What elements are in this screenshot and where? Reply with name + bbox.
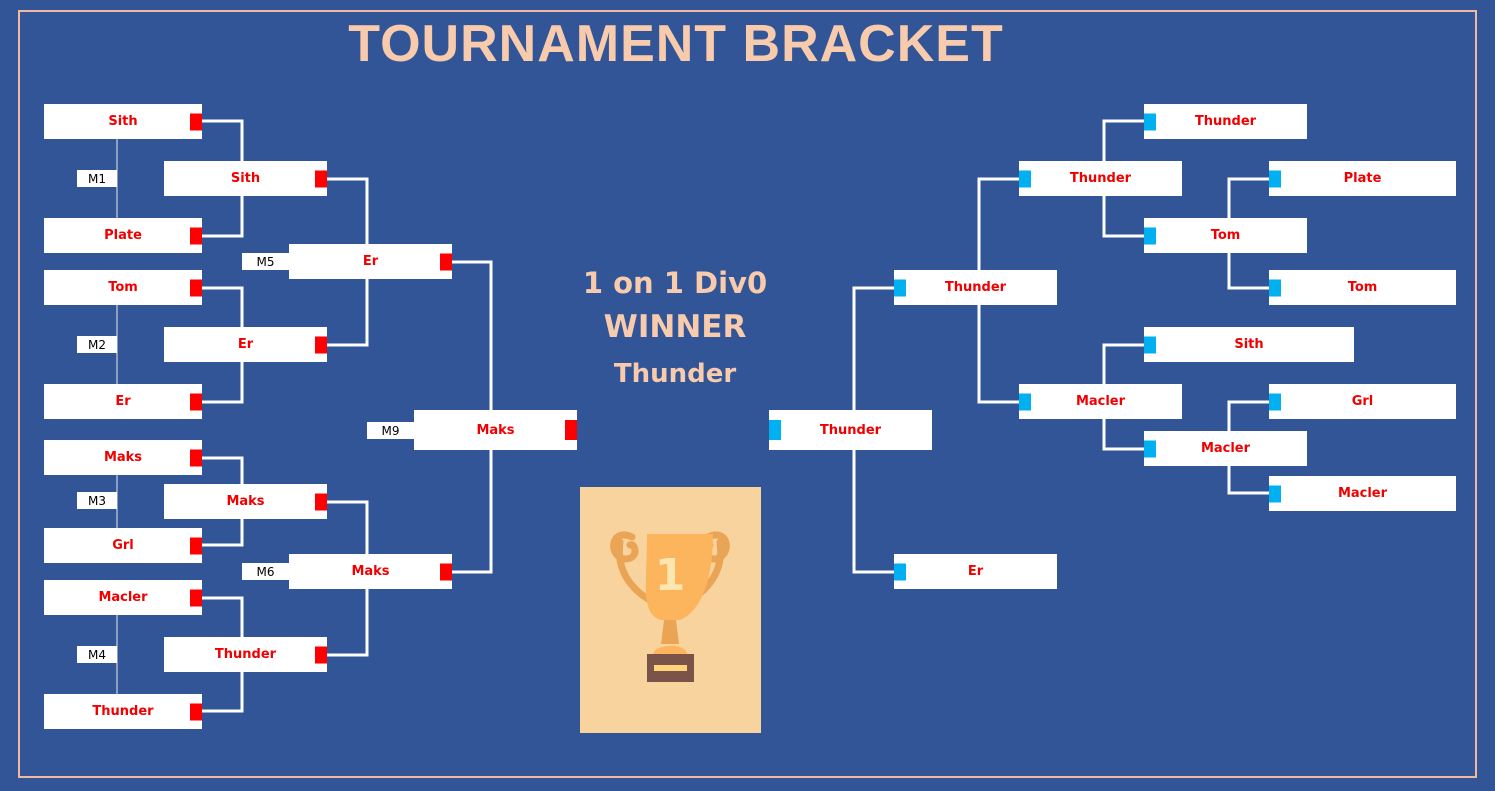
winner-label: WINNER [603, 309, 747, 345]
right-r2-slot[interactable]: Macler [1019, 384, 1182, 419]
player-name: Sith [230, 171, 261, 186]
right-final-slot[interactable]: Thunder [769, 410, 932, 450]
marker [1269, 485, 1281, 502]
player-name: Macler [1075, 394, 1126, 409]
marker [315, 336, 327, 353]
player-name: Thunder [1069, 171, 1132, 186]
left-r1-slot[interactable]: Grl [44, 528, 202, 563]
left-r2-slot[interactable]: Maks [164, 484, 327, 519]
left-r1-slot[interactable]: Er [44, 384, 202, 419]
right-r3-slot[interactable]: Er [894, 554, 1057, 589]
player-name: Thunder [1194, 114, 1257, 129]
marker [190, 537, 202, 554]
left-r1-slot[interactable]: Plate [44, 218, 202, 253]
player-name: Tom [108, 280, 138, 295]
right-r1-slot[interactable]: Thunder [1144, 104, 1307, 139]
player-name: Tom [1347, 280, 1378, 295]
right-r1-slot[interactable]: Macler [1144, 431, 1307, 466]
right-r1-slot[interactable]: Plate [1269, 161, 1456, 196]
right-r1-slot[interactable]: Tom [1144, 218, 1307, 253]
left-r2-slot[interactable]: Thunder [164, 637, 327, 672]
player-name: Grl [1351, 394, 1374, 409]
marker [769, 420, 781, 440]
left-r1-slot[interactable]: Tom [44, 270, 202, 305]
marker [190, 393, 202, 410]
player-name: Macler [1337, 486, 1388, 501]
marker [1144, 113, 1156, 130]
player-name: Plate [104, 228, 142, 243]
player-name: Er [967, 564, 984, 579]
player-name: Er [362, 254, 379, 269]
player-name: Maks [351, 564, 390, 579]
marker [1144, 227, 1156, 244]
trophy-number: 1 [655, 550, 686, 601]
right-r1-slot[interactable]: Macler [1269, 476, 1456, 511]
match-label: M4 [77, 646, 117, 663]
left-r1-slot[interactable]: Thunder [44, 694, 202, 729]
match-label: M1 [77, 170, 117, 187]
player-name: Thunder [944, 280, 1007, 295]
marker [315, 493, 327, 510]
player-name: Er [115, 394, 131, 409]
player-name: Er [237, 337, 254, 352]
right-r2-slot[interactable]: Thunder [1019, 161, 1182, 196]
marker [440, 563, 452, 580]
match-label: M9 [367, 422, 414, 439]
marker [1144, 440, 1156, 457]
left-r2-slot[interactable]: Er [164, 327, 327, 362]
player-name: Grl [112, 538, 134, 553]
player-name: Macler [98, 590, 148, 605]
player-name: Maks [476, 422, 515, 438]
marker [190, 449, 202, 466]
frame-border [18, 10, 1477, 778]
marker [1019, 393, 1031, 410]
right-r1-slot[interactable]: Sith [1144, 327, 1354, 362]
player-name: Thunder [92, 704, 154, 719]
left-r3-slot[interactable]: Er [289, 244, 452, 279]
winner-name: Thunder [613, 359, 737, 389]
player-name: Tom [1210, 228, 1241, 243]
right-r3-slot[interactable]: Thunder [894, 270, 1057, 305]
marker [190, 279, 202, 296]
player-name: Sith [1234, 337, 1264, 352]
match-label: M2 [77, 336, 117, 353]
trophy-card: 1 [580, 487, 761, 733]
player-name: Maks [226, 494, 265, 509]
marker [315, 646, 327, 663]
player-name: Maks [103, 450, 143, 465]
marker [1019, 170, 1031, 187]
marker [565, 420, 577, 440]
marker [1269, 279, 1281, 296]
match-label: M3 [77, 492, 117, 509]
right-r1-slot[interactable]: Grl [1269, 384, 1456, 419]
player-name: Plate [1343, 171, 1382, 186]
left-r3-slot[interactable]: Maks [289, 554, 452, 589]
marker [190, 227, 202, 244]
player-name: Thunder [819, 422, 882, 438]
left-r1-slot[interactable]: Macler [44, 580, 202, 615]
marker [440, 253, 452, 270]
left-r1-slot[interactable]: Sith [44, 104, 202, 139]
match-label: M5 [242, 253, 289, 270]
marker [1269, 170, 1281, 187]
marker [190, 703, 202, 720]
right-r1-slot[interactable]: Tom [1269, 270, 1456, 305]
event-name: 1 on 1 Div0 [582, 266, 768, 300]
player-name: Macler [1200, 441, 1251, 456]
player-name: Sith [108, 114, 138, 129]
match-label: M6 [242, 563, 289, 580]
marker [190, 113, 202, 130]
marker [190, 589, 202, 606]
marker [315, 170, 327, 187]
left-r1-slot[interactable]: Maks [44, 440, 202, 475]
page-title: TOURNAMENT BRACKET [348, 15, 1004, 73]
left-final-slot[interactable]: Maks [414, 410, 577, 450]
marker [894, 563, 906, 580]
player-name: Thunder [214, 647, 277, 662]
marker [1144, 336, 1156, 353]
trophy-icon: 1 [610, 531, 730, 682]
marker [894, 279, 906, 296]
left-r2-slot[interactable]: Sith [164, 161, 327, 196]
marker [1269, 393, 1281, 410]
